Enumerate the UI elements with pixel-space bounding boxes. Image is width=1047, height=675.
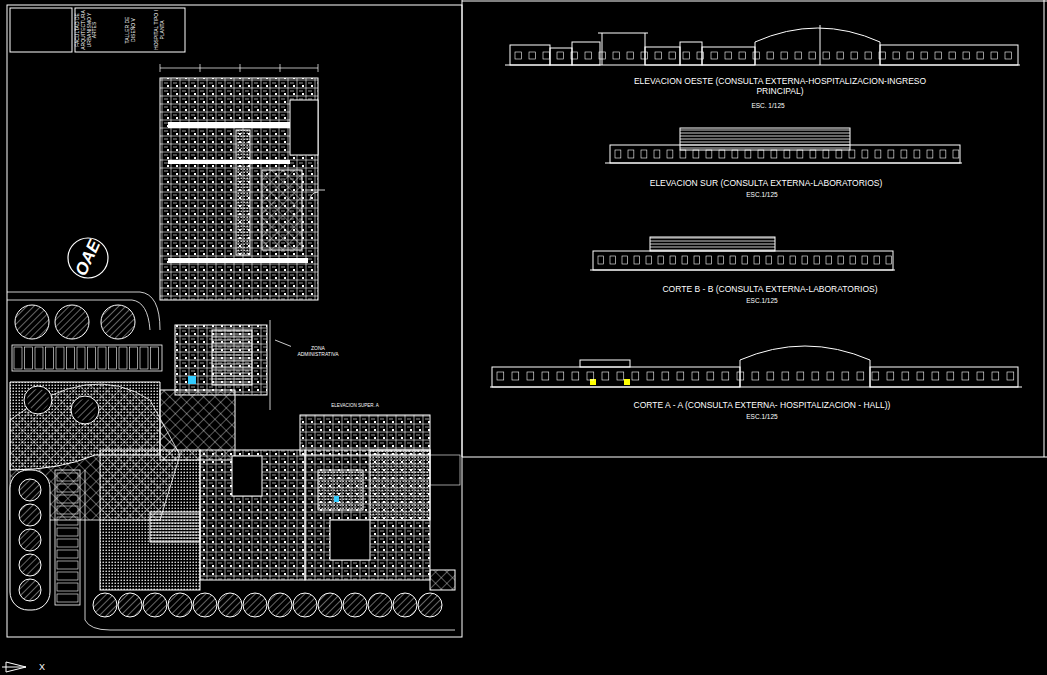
faculty-name: FACULTAD DE ARQUITECTURA URBANISMO Y ART… bbox=[75, 9, 98, 51]
scale-note: ESC.1/125 bbox=[746, 413, 777, 420]
scale-note: ESC.1/125 bbox=[746, 191, 777, 198]
logo-text: OAE bbox=[71, 237, 104, 279]
elevation-tag: ELEVACION SUPER. A bbox=[329, 402, 380, 409]
scale-note: ESC.1/125 bbox=[746, 297, 777, 304]
drawing-title: ELEVACION OESTE (CONSULTA EXTERNA-HOSPIT… bbox=[610, 77, 950, 97]
drawing-title: CORTE B - B (CONSULTA EXTERNA-LABORATORI… bbox=[662, 285, 877, 295]
scale-note: ESC. 1/125 bbox=[751, 102, 784, 109]
project-name: HOSPITAL TIPO I PLANTA bbox=[154, 9, 166, 51]
drawing-title: CORTE A - A (CONSULTA EXTERNA- HOSPITALI… bbox=[634, 401, 891, 411]
axis-letter: X bbox=[39, 662, 45, 672]
drawing-title: ELEVACION SUR (CONSULTA EXTERNA-LABORATO… bbox=[650, 179, 883, 189]
course-name: TALLER DE DISEÑO V bbox=[125, 9, 137, 51]
zone-label: ZONA ADMINISTRATIVA bbox=[291, 345, 345, 359]
